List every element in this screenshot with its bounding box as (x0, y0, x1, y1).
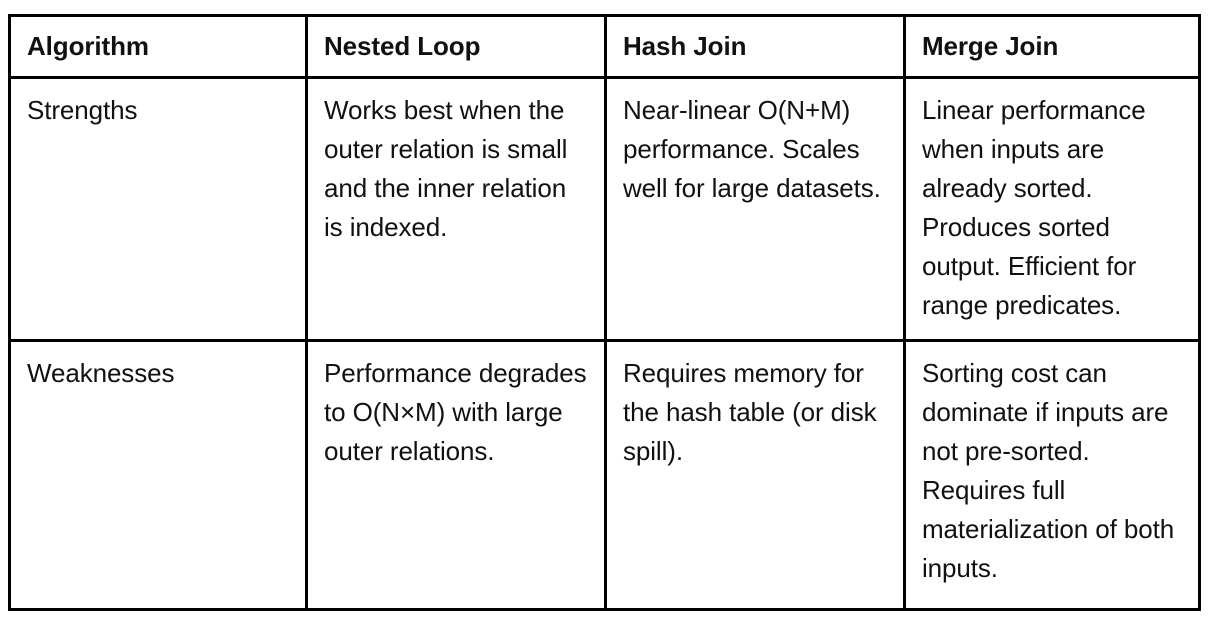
column-header-hash-join: Hash Join (604, 14, 906, 79)
cell-strengths-merge-join-text: Linear performance when inputs are alrea… (922, 95, 1146, 320)
cell-strengths-nested-loop-text: Works best when the outer relation is sm… (324, 95, 568, 242)
cell-weaknesses-merge-join: Sorting cost can dominate if inputs are … (903, 339, 1201, 611)
column-header-hash-join-label: Hash Join (623, 31, 747, 61)
column-header-nested-loop: Nested Loop (305, 14, 607, 79)
column-header-algorithm-label: Algorithm (27, 31, 149, 61)
row-header-weaknesses-label: Weaknesses (27, 358, 175, 388)
cell-weaknesses-nested-loop-text: Performance degrades to O(N×M) with larg… (324, 358, 587, 466)
cell-strengths-hash-join: Near-linear O(N+M) performance. Scales w… (604, 76, 906, 342)
cell-weaknesses-hash-join-text: Requires memory for the hash table (or d… (623, 358, 877, 466)
join-algorithm-comparison-table: Algorithm Nested Loop Hash Join Merge Jo… (8, 14, 1201, 611)
cell-strengths-merge-join: Linear performance when inputs are alrea… (903, 76, 1201, 342)
row-header-strengths-label: Strengths (27, 95, 138, 125)
cell-strengths-hash-join-text: Near-linear O(N+M) performance. Scales w… (623, 95, 881, 203)
cell-weaknesses-nested-loop: Performance degrades to O(N×M) with larg… (305, 339, 607, 611)
cell-weaknesses-hash-join: Requires memory for the hash table (or d… (604, 339, 906, 611)
table-row-weaknesses: Weaknesses Performance degrades to O(N×M… (8, 339, 1201, 611)
row-header-strengths: Strengths (8, 76, 308, 342)
table-row-strengths: Strengths Works best when the outer rela… (8, 76, 1201, 342)
cell-strengths-nested-loop: Works best when the outer relation is sm… (305, 76, 607, 342)
column-header-merge-join-label: Merge Join (922, 31, 1059, 61)
table-header-row: Algorithm Nested Loop Hash Join Merge Jo… (8, 14, 1201, 79)
column-header-nested-loop-label: Nested Loop (324, 31, 481, 61)
cell-weaknesses-merge-join-text: Sorting cost can dominate if inputs are … (922, 358, 1175, 583)
column-header-merge-join: Merge Join (903, 14, 1201, 79)
column-header-algorithm: Algorithm (8, 14, 308, 79)
row-header-weaknesses: Weaknesses (8, 339, 308, 611)
